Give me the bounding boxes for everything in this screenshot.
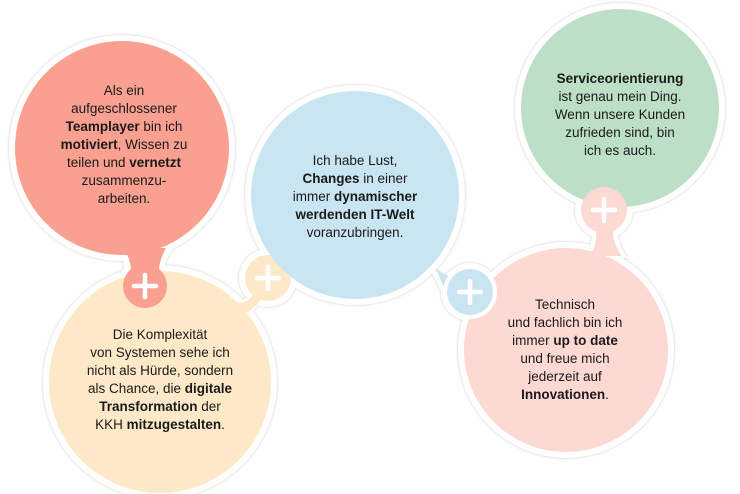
text-segment: Die Komplexität — [112, 327, 208, 342]
text-line: und fachlich bin ich — [490, 314, 640, 332]
text-segment: ist genau mein Ding. — [558, 89, 682, 104]
text-segment: in einer — [359, 171, 408, 186]
bold-text: motiviert — [60, 137, 118, 152]
text-line: jederzeit auf — [490, 368, 640, 386]
text-line: Changes in einer — [278, 170, 432, 188]
text-segment: der — [197, 399, 221, 414]
text-line: werdenden IT-Welt — [278, 206, 432, 224]
bold-text: werdenden IT-Welt — [295, 207, 415, 222]
text-segment: . — [221, 417, 225, 432]
text-line: voranzubringen. — [278, 224, 432, 242]
bold-text: Serviceorientierung — [556, 71, 684, 86]
text-line: Transformation der — [60, 398, 260, 416]
text-line: teilen und vernetzt — [42, 154, 206, 172]
text-line: ist genau mein Ding. — [540, 88, 700, 106]
text-segment: . — [605, 387, 609, 402]
text-line: Teamplayer bin ich — [42, 118, 206, 136]
text-segment: bin ich — [139, 119, 183, 134]
plus-icon[interactable] — [254, 264, 282, 292]
text-segment: teilen und — [66, 155, 130, 170]
text-line: und freue mich — [490, 350, 640, 368]
bold-text: Changes — [302, 171, 360, 186]
green-bubble-shape — [521, 9, 719, 207]
text-line: von Systemen sehe ich — [60, 344, 260, 362]
bold-text: up to date — [553, 333, 618, 348]
text-line: Als ein — [42, 82, 206, 100]
bold-text: Transformation — [99, 399, 198, 414]
text-segment: Wenn unsere Kunden — [554, 107, 686, 122]
bold-text: Teamplayer — [65, 119, 140, 134]
text-line: Ich habe Lust, — [278, 152, 432, 170]
text-segment: voranzubringen. — [306, 225, 404, 240]
text-segment: aufgeschlossener — [71, 101, 177, 116]
text-line: aufgeschlossener — [42, 100, 206, 118]
plus-icon[interactable] — [456, 278, 484, 306]
text-line: Technisch — [490, 296, 640, 314]
text-segment: arbeiten. — [97, 191, 151, 206]
text-segment: Ich habe Lust, — [312, 153, 398, 168]
text-segment: als Chance, die — [87, 381, 185, 396]
text-segment: nicht als Hürde, sondern — [86, 363, 234, 378]
text-segment: immer — [512, 333, 554, 348]
bold-text: vernetzt — [129, 155, 182, 170]
text-segment: immer — [292, 189, 334, 204]
text-line: immer dynamischer — [278, 188, 432, 206]
text-line: zusammenzu- — [42, 172, 206, 190]
plus-icon[interactable] — [131, 272, 159, 300]
bold-text: Innovationen — [521, 387, 606, 402]
text-line: als Chance, die digitale — [60, 380, 260, 398]
text-segment: und fachlich bin ich — [507, 315, 623, 330]
text-segment: jederzeit auf — [528, 369, 602, 384]
bold-text: dynamischer — [333, 189, 418, 204]
text-line: ich es auch. — [540, 142, 700, 160]
text-line: immer up to date — [490, 332, 640, 350]
text-line: zufrieden sind, bin — [540, 124, 700, 142]
text-line: motiviert, Wissen zu — [42, 136, 206, 154]
service-text: Serviceorientierung ist genau mein Ding. W… — [540, 70, 700, 160]
plus-icon[interactable] — [590, 196, 618, 224]
text-segment: KKH — [95, 417, 127, 432]
text-segment: zufrieden sind, bin — [565, 125, 675, 140]
text-segment: von Systemen sehe ich — [90, 345, 230, 360]
bold-text: mitzugestalten — [126, 417, 222, 432]
bold-text: digitale — [184, 381, 233, 396]
text-line: Innovationen. — [490, 386, 640, 404]
text-line: Die Komplexität — [60, 326, 260, 344]
text-line: Serviceorientierung — [540, 70, 700, 88]
text-segment: zusammenzu- — [81, 173, 167, 188]
text-segment: Technisch — [534, 297, 596, 312]
text-line: Wenn unsere Kunden — [540, 106, 700, 124]
text-segment: , Wissen zu — [117, 137, 188, 152]
text-segment: und freue mich — [520, 351, 610, 366]
text-line: nicht als Hürde, sondern — [60, 362, 260, 380]
text-line: KKH mitzugestalten. — [60, 416, 260, 434]
text-segment: ich es auch. — [583, 143, 657, 158]
text-segment: Als ein — [103, 83, 145, 98]
text-line: arbeiten. — [42, 190, 206, 208]
komplexitaet-text: Die Komplexität von Systemen sehe ich nich… — [60, 326, 260, 434]
uptodate-text: Technisch und fachlich bin ich immer up to… — [490, 296, 640, 404]
